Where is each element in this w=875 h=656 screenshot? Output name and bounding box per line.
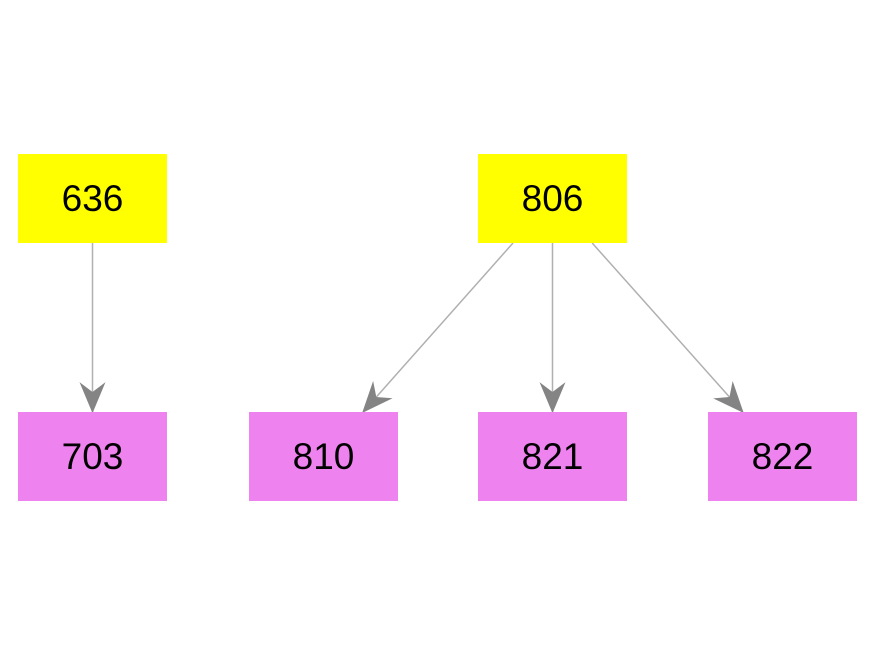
node-label: 703 [61,436,124,477]
node-821: 821 [478,412,627,501]
node-label: 810 [292,436,355,477]
edge-group [79,242,744,414]
node-636: 636 [18,154,167,243]
node-822: 822 [708,412,857,501]
node-label: 636 [61,178,124,219]
node-label: 822 [751,436,814,477]
node-810: 810 [249,412,398,501]
node-label: 806 [521,178,584,219]
edge-806-to-810 [362,242,514,413]
node-703: 703 [18,412,167,501]
edge-806-to-822 [591,242,744,413]
node-806: 806 [478,154,627,243]
node-label: 821 [521,436,584,477]
